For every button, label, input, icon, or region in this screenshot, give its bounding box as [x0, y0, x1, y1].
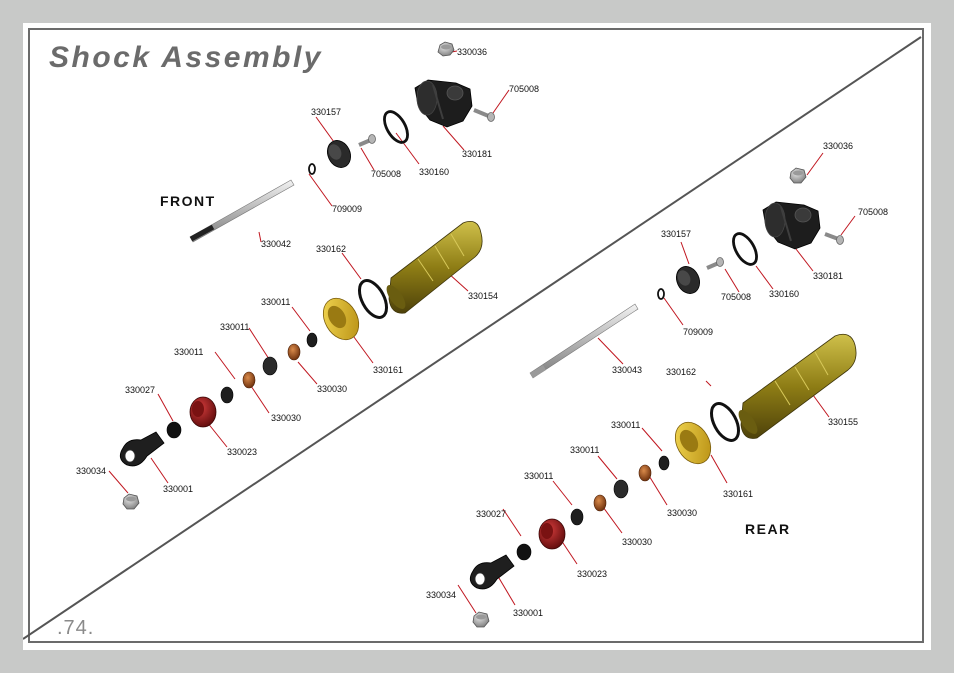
part-number-label: 330027 [476, 509, 507, 519]
section-divider [23, 36, 922, 640]
front-rodend-330001 [119, 431, 165, 467]
front-assembly [108, 41, 510, 510]
page-number: .74. [57, 617, 95, 639]
rear-nut-330034 [472, 611, 490, 628]
part-number-label: 330034 [426, 590, 457, 600]
rear-ring-330011-c [570, 508, 584, 526]
part-number-label: 330160 [769, 289, 800, 299]
part-number-label: 330027 [125, 385, 156, 395]
part-number-label: 330011 [220, 322, 250, 332]
front-collar-330161 [322, 297, 360, 341]
part-number-label: 705008 [858, 207, 889, 217]
part-number-label: 330162 [666, 367, 697, 377]
rear-cap-330181 [762, 201, 821, 250]
front-bushing-330027 [166, 421, 182, 439]
part-number-label: 330030 [271, 413, 302, 423]
part-number-label: 330011 [174, 347, 204, 357]
front-ring-330011-c [220, 386, 234, 404]
rear-assembly [457, 152, 857, 628]
front-oring-330160 [383, 110, 409, 144]
rear-oring-709009 [657, 288, 665, 300]
part-number-label: 330030 [667, 508, 698, 518]
rear-screw-705008-a [824, 232, 844, 245]
rear-section-label: REAR [745, 521, 791, 537]
part-number-label: 330036 [823, 141, 854, 151]
rear-seal-330157 [676, 266, 700, 294]
front-ring-330011-a [306, 332, 318, 348]
front-nut-330036 [437, 41, 455, 57]
part-number-label: 330043 [612, 365, 643, 375]
part-number-label: 330001 [513, 608, 544, 618]
front-oring-330162 [357, 279, 389, 319]
rear-rodend-330001 [469, 554, 515, 590]
manual-page: Shock Assembly FRONT REAR 330036 705008 … [23, 23, 931, 650]
rear-oring-330162 [709, 402, 741, 442]
rear-body-330155 [738, 333, 857, 439]
rear-endcap-330023 [538, 518, 566, 550]
front-cap-330181 [414, 79, 473, 128]
part-number-label: 705008 [509, 84, 540, 94]
part-number-label: 330161 [373, 365, 404, 375]
part-number-label: 330036 [457, 47, 488, 57]
front-screw-705008-b [358, 134, 376, 147]
part-number-label: 709009 [683, 327, 714, 337]
rear-bushing-330027 [516, 543, 532, 561]
rear-bushing-330030-b [593, 494, 607, 512]
part-number-label: 330030 [317, 384, 348, 394]
front-body-330154 [386, 220, 483, 314]
part-number-label: 330154 [468, 291, 499, 301]
part-number-label: 330181 [462, 149, 493, 159]
part-number-label: 330162 [316, 244, 347, 254]
part-number-label: 330157 [661, 229, 692, 239]
part-number-label: 330034 [76, 466, 107, 476]
front-oring-709009 [308, 163, 316, 175]
front-leaders [108, 50, 510, 494]
part-number-label: 330160 [419, 167, 450, 177]
part-number-label: 709009 [332, 204, 363, 214]
part-number-label: 330161 [723, 489, 754, 499]
rear-screw-705008-b [706, 257, 724, 270]
rear-oring-330160 [732, 232, 758, 266]
front-seal-330157 [327, 140, 351, 168]
rear-bushing-330030-a [638, 464, 652, 482]
front-endcap-330023 [189, 396, 217, 428]
rear-collar-330161 [674, 421, 712, 465]
part-number-label: 330011 [261, 297, 291, 307]
part-number-label: 330181 [813, 271, 844, 281]
rear-ring-330011-b [613, 479, 629, 499]
front-section-label: FRONT [160, 193, 216, 209]
part-number-label: 330023 [577, 569, 608, 579]
rear-nut-330036 [789, 167, 807, 184]
front-shaft-330042 [189, 179, 295, 243]
page-frame [28, 28, 924, 643]
part-number-label: 330001 [163, 484, 194, 494]
front-screw-705008-a [473, 108, 495, 122]
front-ring-330011-b [262, 356, 278, 376]
part-number-label: 330042 [261, 239, 292, 249]
front-bushing-330030-a [287, 343, 301, 361]
part-number-label: 330011 [611, 420, 641, 430]
part-number-label: 705008 [371, 169, 402, 179]
part-number-label: 705008 [721, 292, 752, 302]
rear-shaft-330043 [529, 303, 639, 379]
part-number-label: 330155 [828, 417, 859, 427]
page-title: Shock Assembly [49, 41, 323, 74]
front-bushing-330030-b [242, 371, 256, 389]
exploded-diagram [23, 36, 922, 640]
part-number-label: 330030 [622, 537, 653, 547]
rear-ring-330011-a [658, 455, 670, 471]
part-number-label: 330157 [311, 107, 342, 117]
part-number-label: 330011 [524, 471, 554, 481]
part-number-label: 330023 [227, 447, 258, 457]
part-number-label: 330011 [570, 445, 600, 455]
front-nut-330034 [122, 493, 140, 510]
